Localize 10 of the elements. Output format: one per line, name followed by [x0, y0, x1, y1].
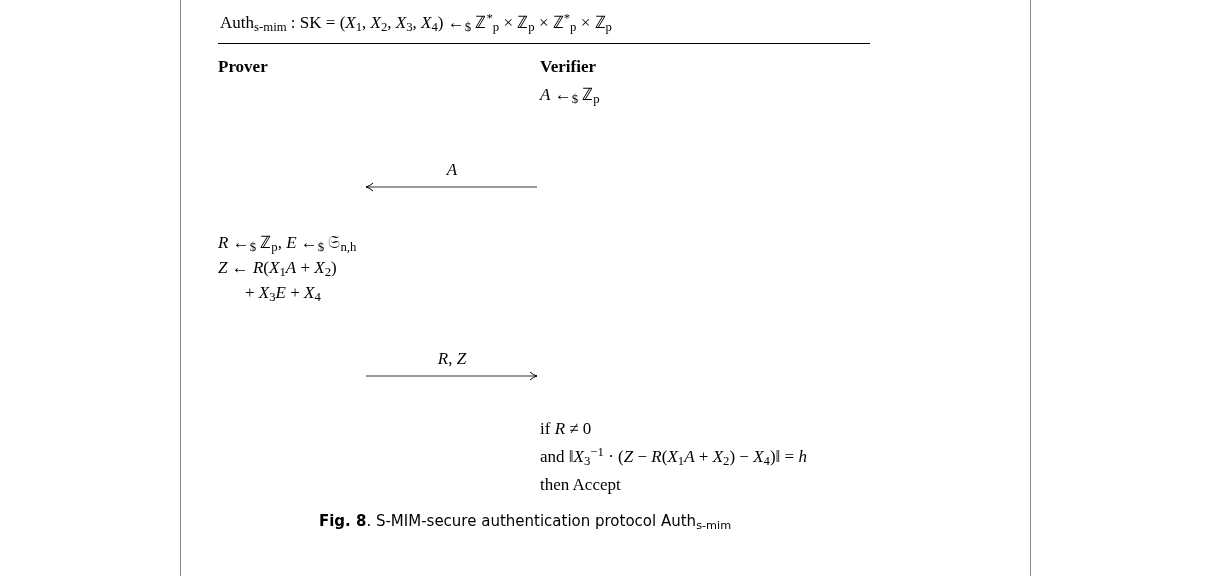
protocol-step: Z ← R(X$_{1}$A + X$_{2}$): [218, 259, 337, 276]
figure-caption: Fig. 8. S-MIM-secure authentication protocol Auth$_{s-mim}$: [318, 514, 732, 529]
protocol-step: and ‖X$_{3}$$^{−1}$ · (Z − R(X$_{1}$A + X$_{2}$) − X$_{4}$)‖ = h: [540, 448, 807, 465]
edge-label: A: [444, 161, 460, 178]
party-heading: Verifier: [540, 58, 596, 75]
protocol-step: + X$_{3}$E + X$_{4}$: [245, 284, 321, 301]
protocol-step: if R ≠ 0: [540, 420, 592, 437]
edge-label: R, Z: [435, 350, 469, 367]
party-heading: Prover: [218, 58, 268, 75]
protocol-step: then Accept: [540, 476, 621, 493]
